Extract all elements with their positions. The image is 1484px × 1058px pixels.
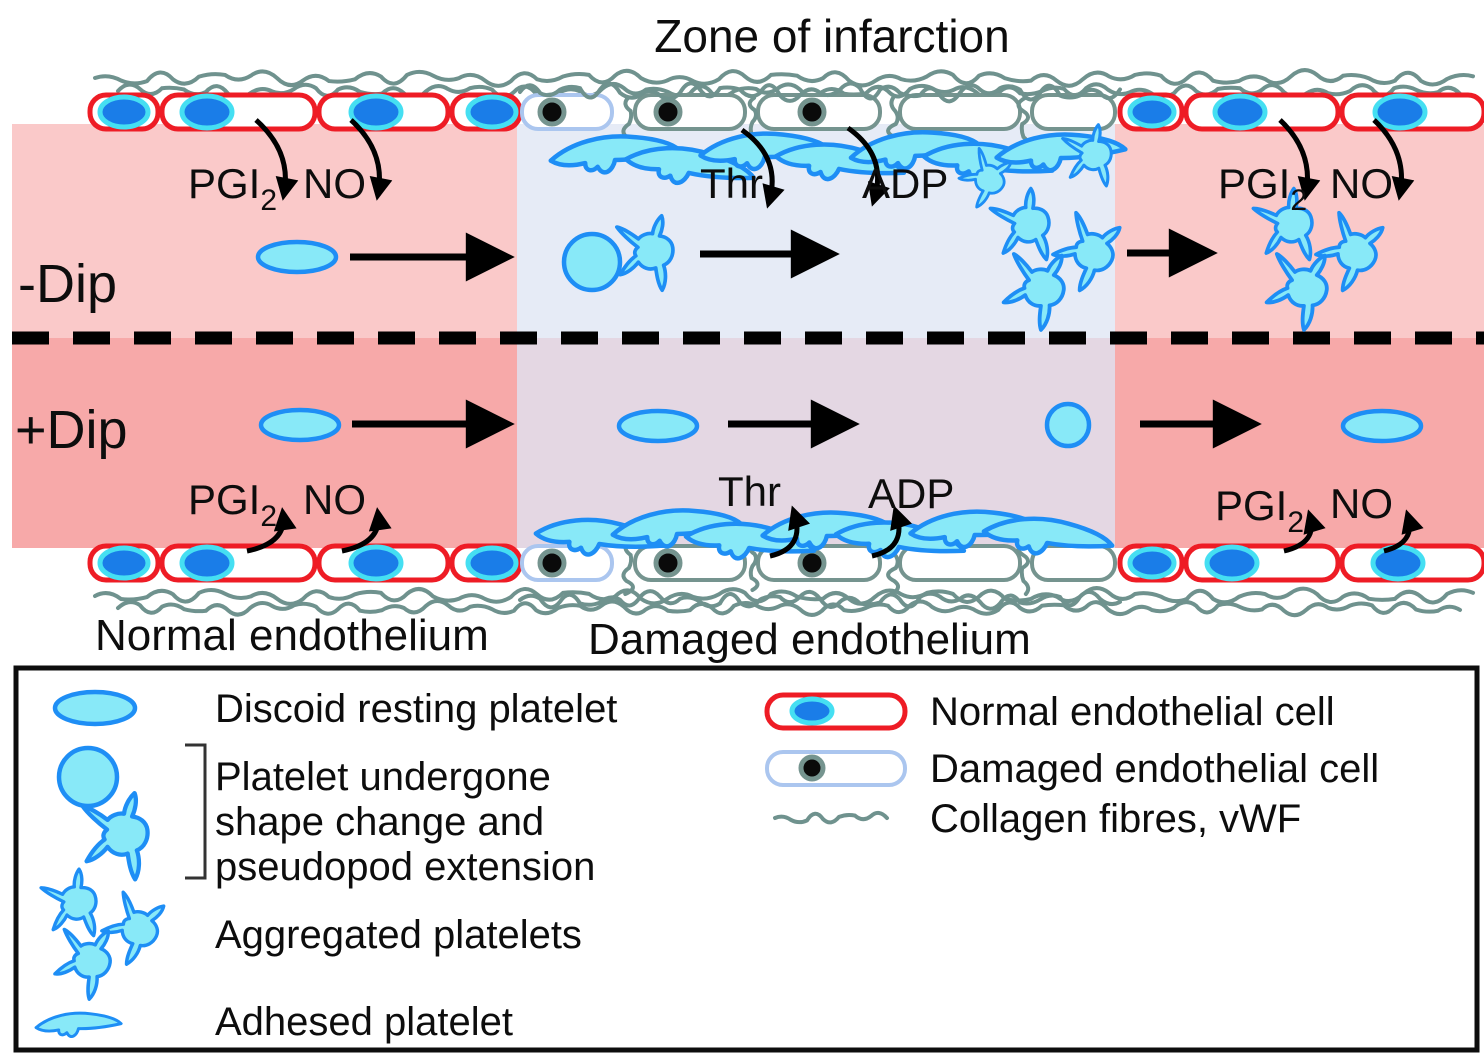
damaged-endothelial-cell xyxy=(520,544,614,582)
zone-normal-top-left xyxy=(12,124,517,338)
discoid-platelet xyxy=(258,407,342,443)
cell-nucleus xyxy=(1370,544,1426,582)
legend-shape-change-label-line2: shape change and xyxy=(215,800,544,844)
cell-nucleus xyxy=(348,93,404,131)
legend-collagen-label: Collagen fibres, vWF xyxy=(930,797,1301,841)
discoid-platelet xyxy=(1340,408,1424,444)
damaged-endothelial-cell xyxy=(898,93,1022,131)
collagen-band-bottom xyxy=(93,586,1475,618)
shape-changed-platelet-round xyxy=(1044,401,1092,449)
collagen-icon xyxy=(773,810,889,825)
no-label: NO xyxy=(1330,480,1393,527)
shape-change-platelet-round-icon xyxy=(56,745,120,809)
legend-shape-change-label-line3: pseudopod extension xyxy=(215,845,595,889)
damaged-endothelial-cell xyxy=(520,93,614,131)
flow-arrows-top xyxy=(350,228,1218,282)
cell-nucleus xyxy=(465,94,519,130)
no-label: NO xyxy=(303,160,366,207)
discoid-platelet xyxy=(255,239,339,275)
legend-discoid-label: Discoid resting platelet xyxy=(215,687,617,731)
pgi2-label: PGI2 xyxy=(188,476,277,533)
no-label: NO xyxy=(303,476,366,523)
damaged-endothelial-cell xyxy=(1030,93,1117,131)
cell-nucleus xyxy=(348,544,404,582)
thr-label: Thr xyxy=(700,160,763,207)
endothelium-bottom xyxy=(87,543,1484,583)
legend-shape-change-label-line1: Platelet undergone xyxy=(215,755,551,799)
discoid-platelet xyxy=(616,408,700,444)
plus-dip-label: +Dip xyxy=(15,400,128,460)
platelets-bottom-row xyxy=(258,401,1424,449)
cell-nucleus xyxy=(97,94,151,130)
damaged-endothelial-cell-icon xyxy=(765,750,907,787)
thr-label: Thr xyxy=(718,468,781,515)
damaged-cell-nucleus xyxy=(797,97,827,127)
damaged-cell-nucleus xyxy=(537,548,567,578)
damaged-cell-nucleus xyxy=(653,548,683,578)
cell-nucleus xyxy=(1212,93,1268,131)
cell-nucleus xyxy=(179,544,235,582)
pgi2-label: PGI2 xyxy=(188,160,277,217)
damaged-cell-nucleus xyxy=(797,548,827,578)
legend-aggregated-label: Aggregated platelets xyxy=(215,913,582,957)
cell-nucleus xyxy=(1372,93,1428,131)
legend-adhesed-label: Adhesed platelet xyxy=(215,1000,513,1044)
cell-nucleus xyxy=(1127,546,1177,580)
normal-endothelial-cell-icon xyxy=(764,692,908,731)
damaged-endothelial-cell xyxy=(633,93,747,131)
adp-label: ADP xyxy=(862,160,948,207)
minus-dip-label: -Dip xyxy=(18,254,117,314)
collagen-band-top xyxy=(93,68,1475,100)
cell-nucleus xyxy=(1204,544,1260,582)
diagram-title: Zone of infarction xyxy=(654,10,1009,62)
cell-nucleus xyxy=(179,93,235,131)
adp-label: ADP xyxy=(868,470,954,517)
damaged-cell-nucleus xyxy=(653,97,683,127)
no-label: NO xyxy=(1330,160,1393,207)
cell-nucleus xyxy=(97,545,151,581)
legend-damaged-cell-label: Damaged endothelial cell xyxy=(930,747,1379,791)
legend: Discoid resting platelet Platelet underg… xyxy=(13,665,1480,1053)
zone-normal-bottom-left xyxy=(12,338,517,548)
shape-changed-platelet-round xyxy=(561,231,623,293)
pgi2-label: PGI2 xyxy=(1218,160,1307,217)
legend-bracket xyxy=(185,743,207,880)
pgi2-label: PGI2 xyxy=(1215,482,1304,539)
discoid-platelet-icon xyxy=(52,689,138,727)
cell-nucleus xyxy=(465,545,519,581)
cell-nucleus xyxy=(1127,95,1177,129)
mediator-arrows xyxy=(246,118,1424,559)
damaged-cell-nucleus xyxy=(537,97,567,127)
normal-endothelium-label: Normal endothelium xyxy=(95,611,489,660)
legend-normal-cell-label: Normal endothelial cell xyxy=(930,690,1335,734)
platelets-top-row xyxy=(255,184,1391,335)
legend-box xyxy=(13,665,1480,1053)
cell-nucleus-icon xyxy=(789,696,835,726)
damaged-cell-nucleus-icon xyxy=(798,754,826,782)
damaged-endothelium-label: Damaged endothelium xyxy=(588,615,1031,664)
